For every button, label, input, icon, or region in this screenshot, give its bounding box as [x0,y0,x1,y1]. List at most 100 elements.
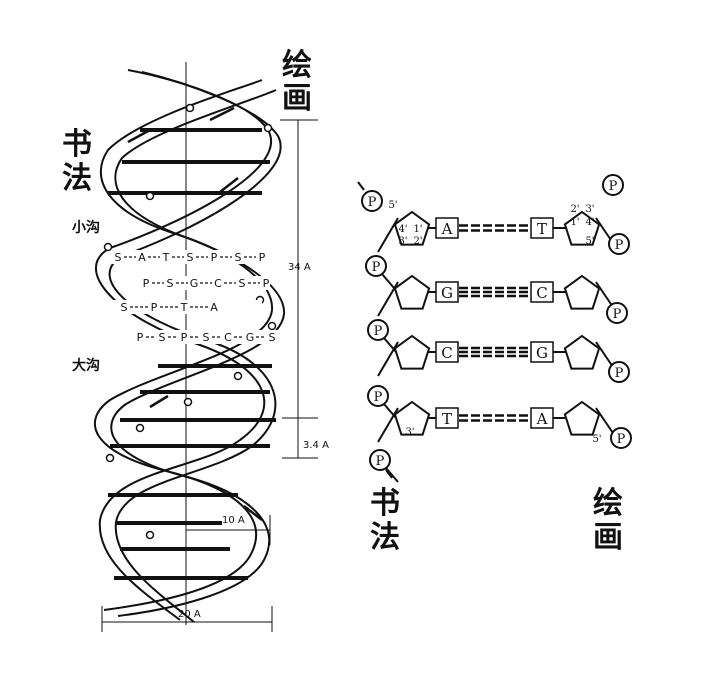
phosphate-label: P [374,390,383,405]
helix-base-letter: S [269,331,276,344]
phosphate-label: P [368,195,377,210]
label-radius: 10 A [222,515,245,526]
label-shufa-right-2: 法 [370,520,400,555]
prime-label: 4' [398,224,407,235]
phosphate-label: P [615,238,624,253]
backbone-link-left [377,407,399,443]
phosphate-label: P [372,260,381,275]
base-letter-right: C [536,284,547,302]
prime-label: 1' [413,224,422,235]
backbone-strand-2 [94,79,286,617]
label-shufa-left-2: 法 [62,161,92,196]
backbone-link-right [595,407,616,437]
label-minor-groove: 小沟 [72,219,100,236]
label-huihua-left-2: 画 [282,81,312,116]
phosphate-link-left [383,403,397,419]
helix-base-letter: S [121,301,128,314]
base-letter-left: A [441,220,453,238]
helix-base-letter: S [239,277,246,290]
label-shufa-right-1: 书 [370,486,400,521]
phosphate-label: P [615,366,624,381]
helix-base-letter: A [138,251,146,264]
helix-base-letter: S [203,331,210,344]
phosphate-circle [369,449,391,471]
helix-base-letter: S [167,277,174,290]
helix-base-letter: P [151,301,158,314]
phosphate-circle [610,427,632,449]
phosphate-circle [365,255,387,277]
phosphate-circle [606,302,628,324]
sugar-left [393,274,431,310]
helix-base-letter: G [246,331,255,344]
phosphate-link-left [385,467,399,483]
prime-label: 2' [413,236,422,247]
sugar-left [393,334,431,370]
prime-label: 4' [585,217,594,228]
sugar-left [393,400,431,436]
label-huihua-right-1: 绘 [593,486,623,521]
label-huihua-right-2: 画 [593,520,623,555]
base-letter-left: G [441,284,453,302]
helix-base-letter: G [190,277,199,290]
prime-label: 1' [570,217,579,228]
helix-base-letter: P [137,331,144,344]
sugar-right [563,334,601,370]
backbone-link-left [377,341,399,377]
base-letter-right: G [536,344,548,362]
sugar-right [563,210,601,246]
prime-label: 5' [388,200,397,211]
helix-base-letter: T [180,301,188,314]
phosphate-circle [608,233,630,255]
helix-base-letter: S [115,251,122,264]
helix-base-letter: T [162,251,170,264]
base-letter-right: A [536,410,548,428]
dimension-lines [101,119,318,632]
phosphate-circle [608,361,630,383]
label-pitch: 34 A [288,262,311,273]
helix-base-letter: P [263,277,270,290]
label-huihua-left-1: 绘 [282,48,312,83]
prime-label: 3' [585,204,594,215]
phosphate-circle [367,385,389,407]
phosphate-label: P [376,454,385,469]
sugar-right [563,274,601,310]
label-shufa-left-1: 书 [62,127,92,162]
label-major-groove: 大沟 [72,357,100,374]
helix-base-letter: C [224,331,232,344]
helix-base-letter: P [181,331,188,344]
helix-base-letter: A [210,301,218,314]
phosphate-circle [602,174,624,196]
phosphate-label: P [613,307,622,322]
sugar-left [393,210,431,246]
phosphate-tail [357,181,365,191]
phosphate-link-left [381,273,395,289]
prime-label: 3' [398,236,407,247]
backbone-strand-1 [95,69,282,623]
helix-base-letter: S [159,331,166,344]
prime-label: 5' [585,236,594,247]
helix-base-letter: C [214,277,222,290]
phosphate-link-left [383,337,397,353]
base-letter-right: T [537,220,547,238]
label-diameter: 20 A [178,609,201,620]
prime-label: 5' [592,434,601,445]
helix-base-letter: P [143,277,150,290]
label-rise: 3.4 A [303,440,329,451]
direction-arrows [127,106,263,521]
base-letter-left: C [441,344,452,362]
phosphate-label: P [609,179,618,194]
double-helix [94,62,318,632]
helix-base-letter: P [211,251,218,264]
phosphate-tail [385,469,393,479]
phosphate-label: P [617,432,626,447]
base-letter-left: T [442,410,452,428]
helix-base-letter: S [235,251,242,264]
phosphate-label: P [374,324,383,339]
